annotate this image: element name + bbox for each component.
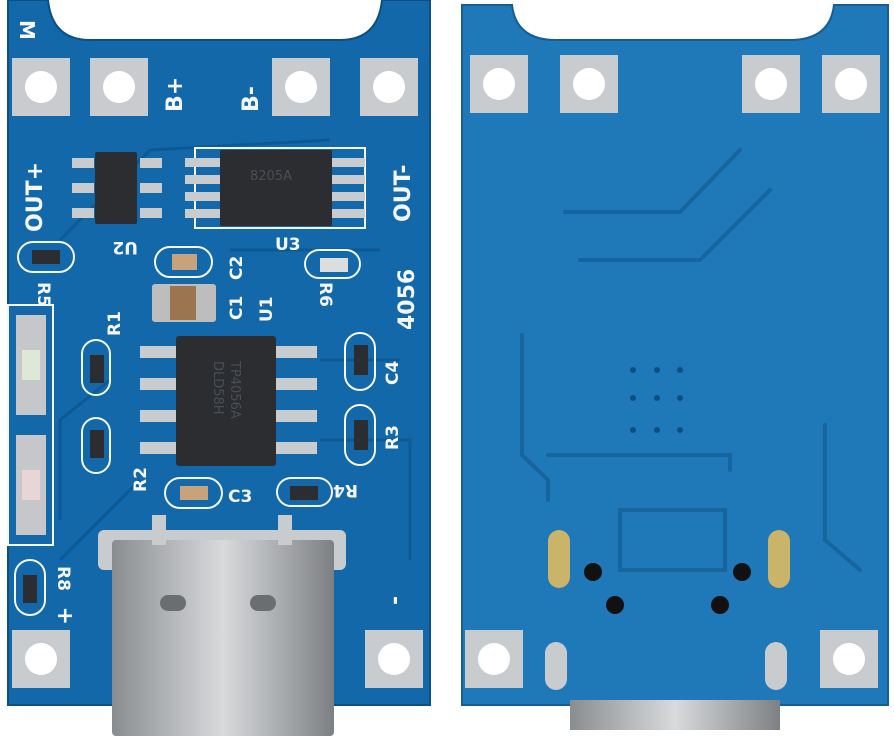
solder-pads-front (12, 58, 423, 688)
pin-label-m: M (15, 20, 39, 40)
label-r2: R2 (131, 467, 151, 492)
pin-label-minus: - (383, 596, 408, 605)
label-u3: U3 (275, 235, 301, 255)
board-back (461, 4, 889, 730)
u1-chip: TP4056A DLD58H (140, 336, 317, 466)
label-c1: C1 (227, 296, 247, 320)
usb-c-connector (98, 515, 346, 736)
label-c4: C4 (383, 361, 403, 385)
silkscreen-labels: M B+ B- OUT+ OUT- + - 4056 U2 U3 C2 C1 U… (15, 20, 420, 625)
pin-label-out-minus: OUT- (391, 165, 416, 222)
solder-pads-back (465, 55, 880, 688)
u2-chip (72, 152, 162, 224)
u3-chip: 8205A (185, 147, 366, 229)
passive-components (7, 241, 376, 616)
u1-marking-1: TP4056A (227, 360, 242, 419)
board-front: 8205A TP4056A DLD58H (7, 0, 431, 736)
label-r8: R8 (53, 566, 73, 591)
label-r5: R5 (33, 282, 53, 307)
label-u1: U1 (257, 296, 277, 322)
label-r6: R6 (315, 282, 335, 307)
label-c2: C2 (227, 256, 247, 280)
pin-label-b-plus: B+ (163, 77, 188, 112)
u3-marking: 8205A (250, 169, 292, 184)
pin-label-out-plus: OUT+ (23, 162, 48, 232)
pin-label-plus: + (53, 607, 78, 625)
model-label: 4056 (395, 269, 420, 330)
u1-marking-2: DLD58H (210, 361, 225, 415)
label-r1: R1 (105, 311, 125, 336)
label-r4: R4 (333, 480, 358, 500)
pin-label-b-minus: B- (239, 86, 264, 112)
label-r3: R3 (383, 425, 403, 450)
usb-through-holes (545, 530, 790, 730)
label-c3: C3 (228, 487, 252, 507)
label-u2: U2 (112, 237, 138, 257)
